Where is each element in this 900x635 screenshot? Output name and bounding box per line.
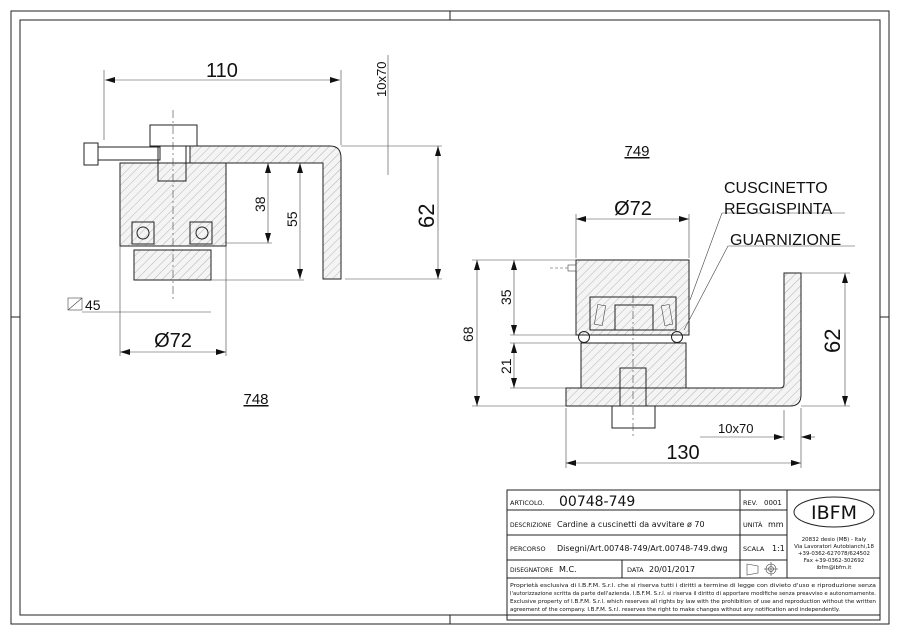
dim-110: 110 bbox=[206, 60, 238, 82]
percorso-label: PERCORSO bbox=[510, 545, 546, 553]
hex-nut bbox=[611, 405, 656, 429]
disclaimer-line: agreement of the company. I.B.F.M. S.r.l… bbox=[510, 607, 840, 613]
address-line: Via Lavoratori Autobianchi,18 bbox=[794, 544, 874, 550]
percorso-value: Disegni/Art.00748-749/Art.00748-749.dwg bbox=[557, 544, 728, 553]
address-line: 20832 desio (MB) - Italy bbox=[802, 537, 867, 543]
projection-symbol-icon bbox=[746, 562, 778, 576]
bolt-shank bbox=[157, 145, 187, 182]
dim-45: 45 bbox=[85, 297, 101, 313]
data-value: 20/01/2017 bbox=[649, 565, 695, 574]
articolo-value: 00748-749 bbox=[559, 494, 635, 510]
dim-68: 68 bbox=[460, 326, 476, 342]
dim-10x70: 10x70 bbox=[374, 62, 389, 97]
ball-bearing bbox=[195, 226, 209, 240]
articolo-label: ARTICOLO. bbox=[510, 499, 544, 507]
drawing-frame bbox=[10, 10, 890, 625]
descrizione-value: Cardine a cuscinetti da avvitare ø 70 bbox=[557, 520, 705, 529]
lower-block bbox=[580, 342, 687, 389]
view-label-749: 749 bbox=[624, 143, 649, 160]
dim-diameter-72: Ø72 bbox=[154, 330, 192, 352]
disclaimer-line: Proprietà esclusiva di I.B.F.M. S.r.l. c… bbox=[510, 582, 876, 589]
dim-130: 130 bbox=[666, 442, 699, 464]
set-screw-head bbox=[83, 142, 99, 166]
logo-text: IBFM bbox=[811, 502, 857, 524]
ball-bearing bbox=[136, 226, 150, 240]
scala-value: 1:1 bbox=[772, 544, 785, 553]
phone-line: +39-0362-627078/624502 bbox=[798, 551, 870, 557]
dim-62: 62 bbox=[820, 329, 845, 353]
fax-line: Fax +39-0362-302692 bbox=[804, 558, 864, 564]
unita-label: UNITÀ bbox=[743, 520, 763, 529]
square-symbol bbox=[67, 297, 83, 311]
disclaimer-line: l'autorizzazione scritta da parte dell'a… bbox=[510, 591, 876, 597]
rev-value: 0001 bbox=[764, 499, 782, 507]
dim-21: 21 bbox=[498, 358, 514, 374]
grease-nipple bbox=[567, 264, 577, 272]
dim-35: 35 bbox=[498, 289, 514, 305]
hinge-pin-base bbox=[133, 249, 212, 281]
scala-label: SCALA bbox=[743, 545, 765, 553]
descrizione-label: DESCRIZIONE bbox=[510, 522, 551, 529]
callout-seal: GUARNIZIONE bbox=[730, 232, 841, 249]
disclaimer-line: Exclusive property of I.B.F.M. S.r.l. wh… bbox=[510, 599, 876, 605]
view-749: 749 Ø72 CUSCINETTO REGGISPINTA GUARNIZIO… bbox=[460, 143, 855, 468]
set-screw bbox=[97, 146, 161, 161]
disegnatore-value: M.C. bbox=[559, 565, 577, 574]
title-block: ARTICOLO. 00748-749 REV. 0001 DESCRIZION… bbox=[506, 489, 881, 621]
angle-bracket bbox=[189, 145, 342, 280]
hex-nut bbox=[149, 124, 198, 147]
disegnatore-label: DISEGNATORE bbox=[510, 567, 553, 574]
dim-55: 55 bbox=[284, 211, 300, 227]
dim-10x70: 10x70 bbox=[718, 421, 753, 436]
unita-value: mm bbox=[768, 520, 784, 529]
dim-62: 62 bbox=[414, 204, 439, 228]
dim-38: 38 bbox=[252, 196, 268, 212]
view-label-748: 748 bbox=[243, 391, 268, 408]
dim-diameter-72: Ø72 bbox=[614, 198, 652, 220]
callout-bearing-line1: CUSCINETTO bbox=[724, 180, 828, 197]
callout-bearing-line2: REGGISPINTA bbox=[724, 201, 832, 218]
email-line: ibfm@ibfm.it bbox=[817, 565, 852, 571]
data-label: DATA bbox=[627, 566, 644, 574]
rev-label: REV. bbox=[743, 499, 757, 507]
view-748: 110 10x70 38 55 62 45 Ø72 748 bbox=[67, 55, 442, 408]
ibfm-logo: IBFM bbox=[793, 496, 875, 528]
